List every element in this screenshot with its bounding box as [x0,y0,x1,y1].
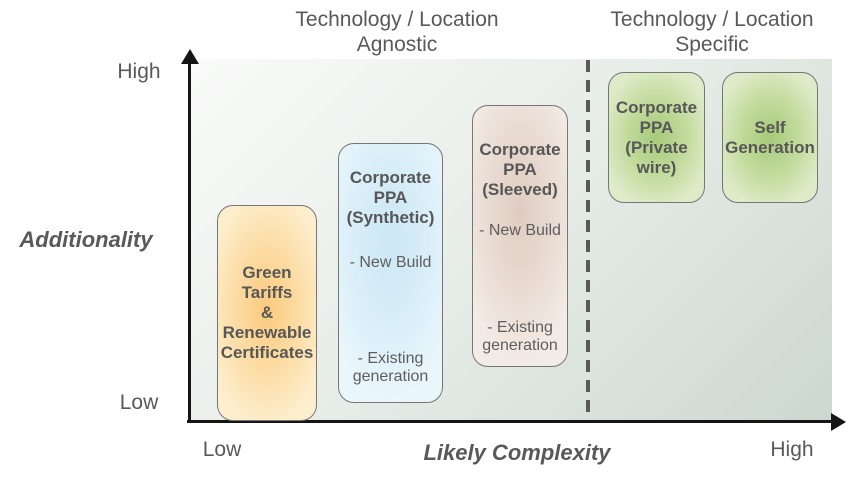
box-title: Corporate PPA (Private wire) [615,97,698,177]
arrow-right-icon [831,413,846,431]
box-title: Corporate PPA (Synthetic) [346,168,435,227]
arrow-up-icon [181,49,199,64]
y-axis-low-label: Low [119,391,159,414]
x-axis-title: Likely Complexity [423,440,611,465]
box-green-tariffs-renewable-certificates: Green Tariffs & Renewable Certificates [217,205,317,421]
header-technology-location-agnostic: Technology / Location Agnostic [295,8,499,56]
box-title: Self Generation [725,117,815,157]
x-axis-low-label: Low [202,438,242,461]
box-corporate-ppa-sleeved: Corporate PPA (Sleeved) - New Build - Ex… [472,105,568,367]
box-item-new-build: - New Build [479,222,561,239]
y-axis-title: Additionality [19,227,153,252]
box-item-new-build: - New Build [349,254,432,271]
header-technology-location-specific: Technology / Location Specific [610,8,814,56]
box-corporate-ppa-private-wire: Corporate PPA (Private wire) [608,72,705,203]
box-corporate-ppa-synthetic: Corporate PPA (Synthetic) - New Build - … [338,143,443,403]
box-title: Corporate PPA (Sleeved) [479,140,561,199]
box-self-generation: Self Generation [722,72,818,203]
x-axis-high-label: High [770,438,814,461]
y-axis-high-label: High [117,60,161,83]
x-axis-line [187,420,833,423]
dashed-divider-line [586,60,590,421]
box-item-existing-generation: - Existing generation [352,350,429,385]
box-item-existing-generation: - Existing generation [482,319,558,354]
box-title: Green Tariffs & Renewable Certificates [220,263,314,362]
y-axis-line [188,58,191,423]
